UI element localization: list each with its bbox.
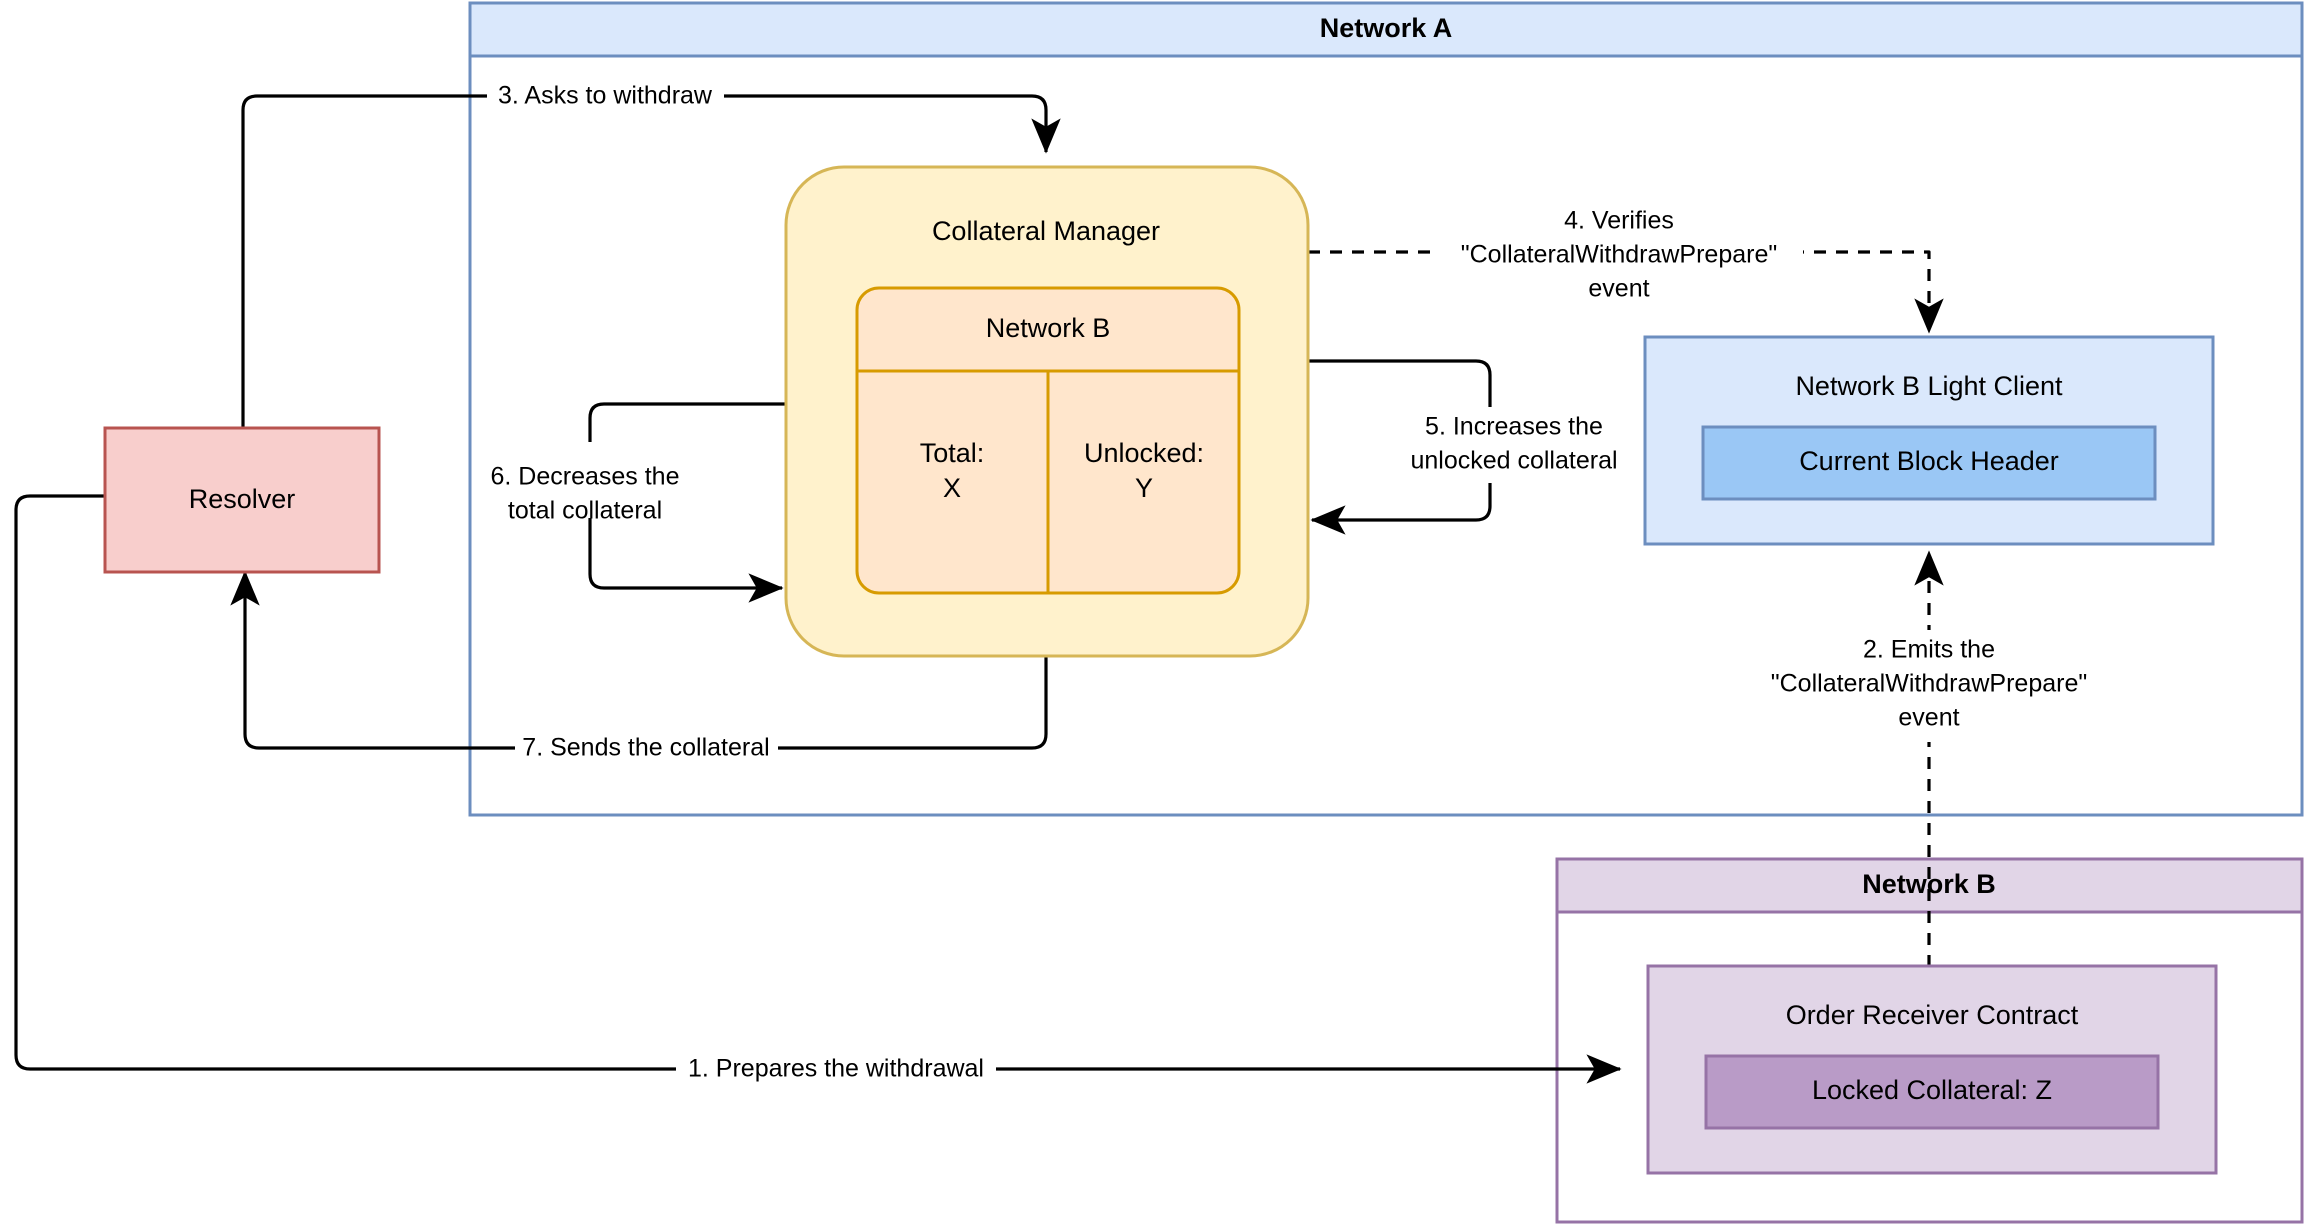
edge-1-label: 1. Prepares the withdrawal (688, 1055, 984, 1083)
edge-2-label-bg (1748, 630, 2110, 742)
node-collateral-manager[interactable]: Collateral Manager Network B Total: X Un… (784, 165, 1310, 658)
current-block-header-box[interactable] (1701, 425, 2157, 501)
edge-3-label: 3. Asks to withdraw (498, 82, 713, 110)
edge-5-label-line2: unlocked collateral (1410, 447, 1617, 475)
locked-collateral-box[interactable] (1704, 1054, 2160, 1130)
node-resolver[interactable]: Resolver (103, 426, 381, 574)
total-column-label: Total: (920, 438, 985, 468)
total-column-value: X (943, 473, 961, 503)
network-a-title: Network A (1320, 13, 1453, 43)
network-b-table-header: Network B (986, 313, 1111, 343)
edge-5-label-bg (1370, 407, 1658, 483)
edge-2-emits-the-event: 2. Emits the "CollateralWithdrawPrepare"… (1748, 550, 2110, 967)
edge-1-prepares-the-withdrawal: 1. Prepares the withdrawal (14, 494, 1622, 1086)
edge-6-label-line1: 6. Decreases the (491, 463, 680, 491)
edge-4-label-bg (1435, 200, 1803, 312)
resolver-label: Resolver (189, 484, 296, 514)
edge-1-label-bg (676, 1052, 996, 1086)
edge-2-label-line3: event (1898, 704, 1959, 732)
edge-4-verifies-the-event: 4. Verifies "CollateralWithdrawPrepare" … (1308, 200, 1944, 334)
edge-4-label-line2: "CollateralWithdrawPrepare" (1461, 241, 1777, 269)
node-order-receiver-contract[interactable]: Order Receiver Contract Locked Collatera… (1646, 964, 2218, 1175)
current-block-header-label: Current Block Header (1799, 446, 2059, 476)
edge-4-label-line1: 4. Verifies (1564, 207, 1674, 235)
light-client-label: Network B Light Client (1795, 371, 2063, 401)
edge-7-sends-the-collateral: 7. Sends the collateral (230, 570, 1048, 765)
order-receiver-label: Order Receiver Contract (1786, 1000, 2079, 1030)
network-a-header-band (468, 1, 2304, 58)
node-network-b-light-client[interactable]: Network B Light Client Current Block Hea… (1643, 335, 2215, 546)
edge-6-label-line2: total collateral (508, 497, 662, 525)
edge-6-decreases-total-collateral: 6. Decreases the total collateral (480, 402, 786, 603)
edge-5-label-line1: 5. Increases the (1425, 413, 1603, 441)
edge-2-label-line2: "CollateralWithdrawPrepare" (1771, 670, 2087, 698)
edge-2-label-line1: 2. Emits the (1863, 636, 1995, 664)
locked-collateral-label: Locked Collateral: Z (1812, 1075, 2052, 1105)
edge-3-asks-to-withdraw: 3. Asks to withdraw (241, 79, 1061, 428)
unlocked-column-value: Y (1135, 473, 1153, 503)
resolver-box[interactable] (103, 426, 381, 574)
edge-7-label: 7. Sends the collateral (522, 734, 769, 762)
edge-6-label-bg (480, 442, 770, 518)
network-b-collateral-table[interactable]: Network B Total: X Unlocked: Y (855, 286, 1241, 595)
unlocked-column-label: Unlocked: (1084, 438, 1204, 468)
edge-7-label-bg (515, 731, 778, 765)
edge-3-label-bg (487, 79, 724, 113)
edge-5-increases-unlocked-collateral: 5. Increases the unlocked collateral (1308, 359, 1658, 535)
edge-4-label-line3: event (1588, 275, 1649, 303)
collateral-manager-label: Collateral Manager (932, 216, 1160, 246)
